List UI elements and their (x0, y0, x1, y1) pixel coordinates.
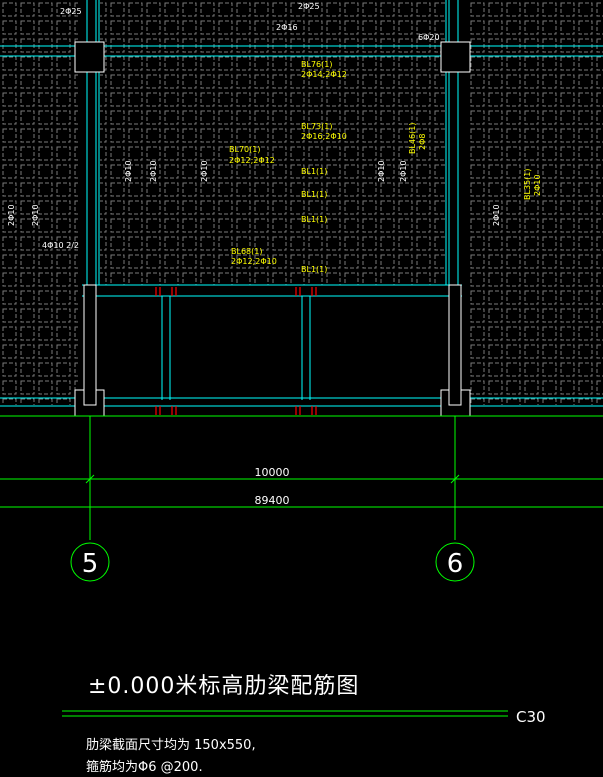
concrete-grade: C30 (516, 708, 546, 726)
label-bl68-name: BL68(1) (231, 247, 262, 256)
label-bl1-a: BL1(1) (301, 167, 327, 176)
label-bl46-name: BL46(1) (408, 123, 417, 154)
drawing-title: ±0.000米标高肋梁配筋图 (88, 674, 360, 699)
label-left-1: 4Φ10 2/2 (42, 241, 79, 250)
label-bl1-c: BL1(1) (301, 215, 327, 224)
label-bl76-bars: 2Φ14;2Φ12 (301, 70, 347, 79)
label-top-3: 6Φ20 (418, 33, 440, 42)
label-v-2: 2Φ10 (149, 160, 158, 182)
note-stirrups: 箍筋均为Φ6 @200. (86, 760, 203, 775)
rebar-marks (155, 287, 317, 415)
label-bl73-bars: 2Φ16;2Φ10 (301, 132, 347, 141)
label-v-1: 2Φ10 (124, 160, 133, 182)
label-v-8: 2Φ10 (492, 204, 501, 226)
label-v-7: 2Φ10 (31, 204, 40, 226)
label-bl35-name: BL35(1) (523, 169, 532, 200)
axis-5-label: 5 (82, 549, 99, 579)
label-v-4: 2Φ10 (377, 160, 386, 182)
label-bl70-bars: 2Φ12;2Φ12 (229, 156, 275, 165)
label-v-6: 2Φ10 (7, 204, 16, 226)
label-top-1: 2Φ25 (298, 2, 320, 11)
axis-6-bubble: 6 (435, 542, 475, 582)
note-section-size: 肋梁截面尺寸均为 150x550, (86, 738, 256, 753)
axis-5-bubble: 5 (70, 542, 110, 582)
label-bl73-name: BL73(1) (301, 122, 332, 131)
grid-lines (0, 415, 603, 717)
label-v-3: 2Φ10 (200, 160, 209, 182)
span-dimension: 10000 (255, 466, 290, 479)
label-v-5: 2Φ10 (399, 160, 408, 182)
label-bl1-d: BL1(1) (301, 265, 327, 274)
label-bl70-name: BL70(1) (229, 145, 260, 154)
total-dimension: 89400 (255, 494, 290, 507)
label-bl1-b: BL1(1) (301, 190, 327, 199)
label-top-2: 2Φ16 (276, 23, 298, 32)
axis-6-label: 6 (447, 549, 464, 579)
label-top-left: 2Φ25 (60, 7, 82, 16)
label-bl35-bars: 2Φ10 (533, 174, 542, 196)
label-bl46-bars: 2Φ8 (418, 134, 427, 150)
label-bl68-bars: 2Φ12;2Φ10 (231, 257, 277, 266)
label-bl76-name: BL76(1) (301, 60, 332, 69)
slab-hatch (0, 0, 603, 405)
rebar-labels: 2Φ25 2Φ25 2Φ16 6Φ20 BL76(1) 2Φ14;2Φ12 BL… (7, 2, 542, 274)
